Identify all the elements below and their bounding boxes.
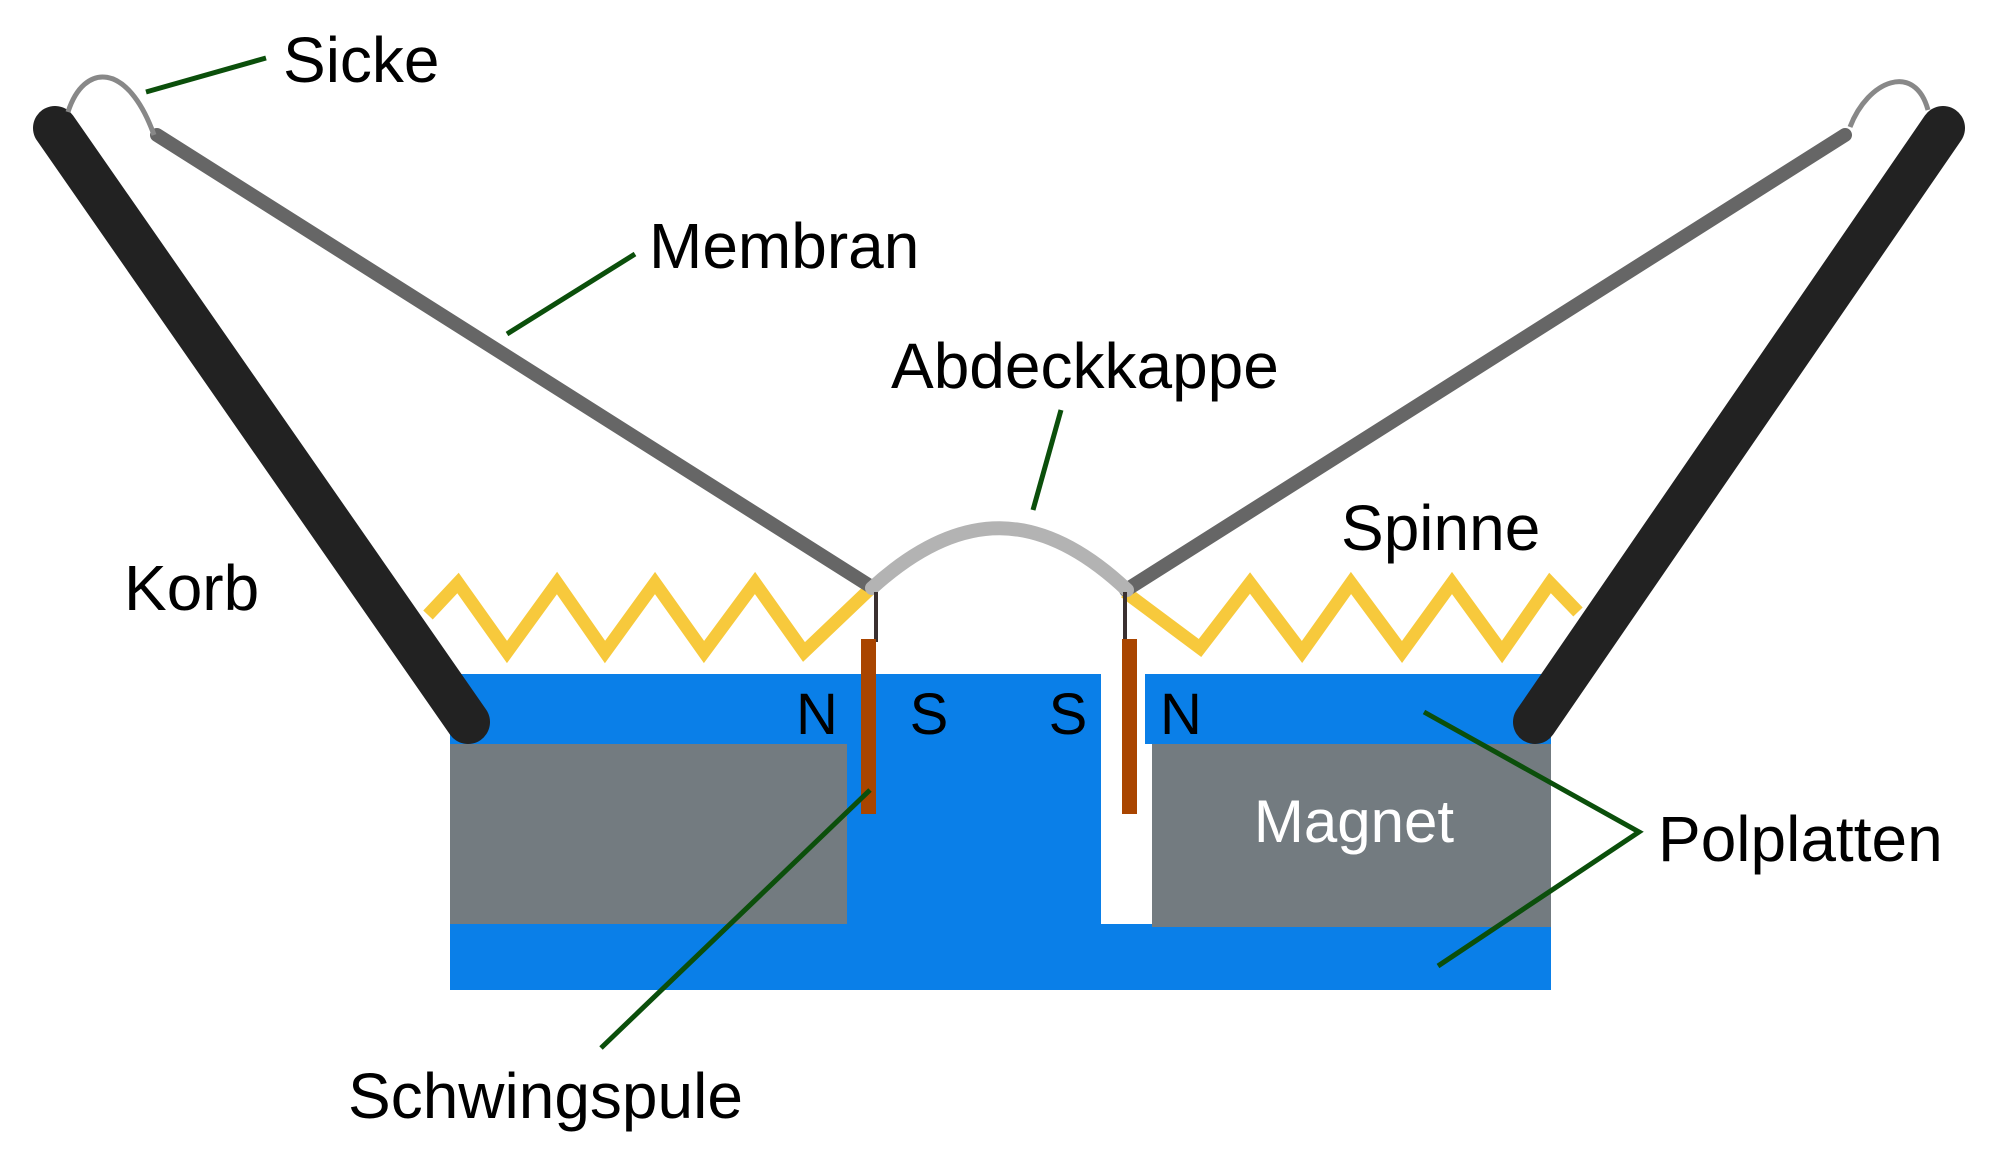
- voice-coil-right: [1122, 639, 1137, 814]
- magnet-right: [1152, 742, 1551, 927]
- magnet-left: [450, 742, 847, 924]
- label-schwingspule: Schwingspule: [348, 1060, 743, 1132]
- label-magnet: Magnet: [1254, 788, 1454, 855]
- label-polplatten: Polplatten: [1658, 803, 1943, 875]
- leader-schwingspule: [599, 788, 872, 1050]
- basket-right: [1513, 106, 1965, 744]
- label-abdeckkappe: Abdeckkappe: [891, 330, 1279, 402]
- label-sicke: Sicke: [283, 24, 440, 96]
- label-spinne: Spinne: [1341, 492, 1540, 564]
- spider-right: [1121, 571, 1583, 664]
- leader-membran: [505, 251, 637, 337]
- leader-polplatten: [1422, 709, 1644, 969]
- pole-s-right: S: [1049, 682, 1088, 747]
- top-pole-plate-right: [1145, 674, 1551, 744]
- leader-sicke: [145, 55, 267, 95]
- leader-abdeckkappe: [1030, 409, 1064, 511]
- dust-cap: [865, 521, 1134, 597]
- label-membran: Membran: [649, 210, 919, 282]
- pole-n-right: N: [1160, 682, 1202, 747]
- membrane-right: [1119, 128, 1852, 597]
- label-korb: Korb: [124, 552, 259, 624]
- spider-left: [423, 571, 874, 664]
- pole-s-left: S: [910, 682, 949, 747]
- leader-lines: [145, 55, 1644, 1050]
- membrane-left: [150, 128, 877, 593]
- bottom-pole-plate: [450, 674, 1551, 990]
- pole-n-left: N: [796, 682, 838, 747]
- top-pole-plate-left: [450, 674, 852, 744]
- basket-left: [33, 106, 490, 744]
- voice-coil-left: [861, 639, 876, 814]
- surround-left: [65, 74, 157, 136]
- surround-right: [1847, 79, 1931, 128]
